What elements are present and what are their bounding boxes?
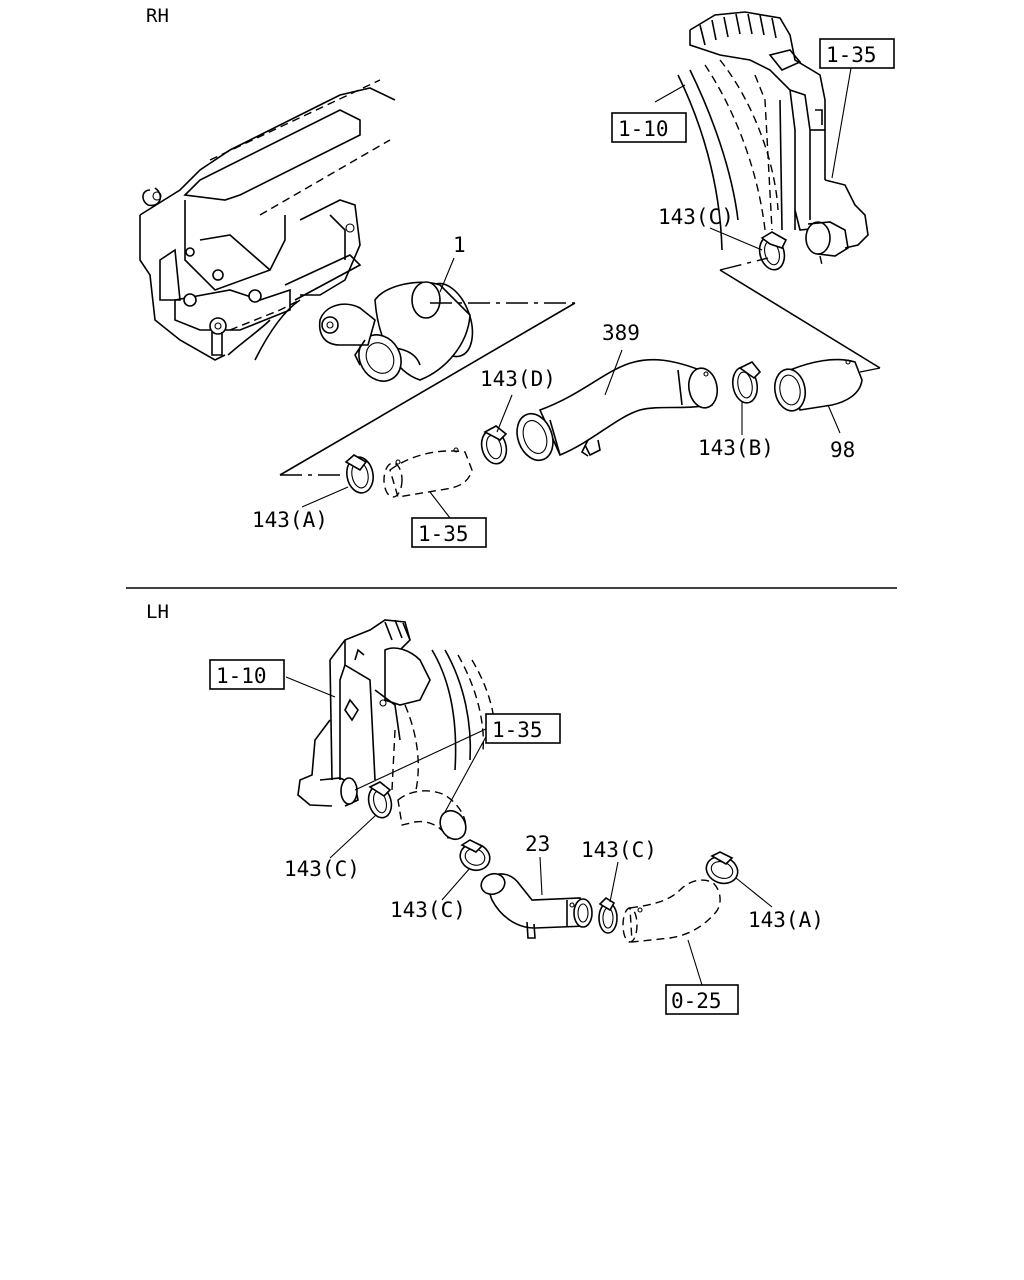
label-143c-lh-left: 143(C)	[284, 857, 360, 881]
clamp-143c-lh-upper	[367, 781, 393, 819]
ref-box-1-35-lh: 1-35	[485, 713, 561, 744]
label-part-1: 1	[453, 233, 466, 257]
label-143c-lh-mid: 143(C)	[390, 898, 466, 922]
ref-box-1-10-lh: 1-10	[209, 659, 285, 690]
clamp-143c-lh-right	[598, 896, 618, 934]
svg-text:1-10: 1-10	[618, 117, 669, 141]
clamp-143c-rh	[758, 231, 788, 271]
hose-98	[773, 358, 863, 412]
ref-box-0-25: 0-25	[665, 984, 739, 1015]
hose-ref-1-35-lh	[397, 790, 467, 841]
ref-box-1-10-rh: 1-10	[611, 112, 687, 143]
svg-text:0-25: 0-25	[671, 989, 722, 1013]
rh-leader-lines	[279, 67, 881, 519]
ref-box-1-35-rh-top: 1-35	[819, 38, 895, 69]
intercooler-rh	[677, 11, 869, 266]
label-143c-lh-right: 143(C)	[581, 838, 657, 862]
clamp-143c-lh-mid	[459, 839, 491, 872]
ref-box-1-35-rh-bottom: 1-35	[411, 517, 487, 548]
section-label-lh: LH	[146, 601, 169, 623]
clamp-143d	[480, 425, 508, 465]
clamp-143a-lh	[705, 851, 739, 885]
pipe-23	[480, 872, 593, 939]
engine-block	[139, 79, 396, 361]
label-143a-lh: 143(A)	[748, 908, 824, 932]
svg-text:1-10: 1-10	[216, 664, 267, 688]
label-143a-rh: 143(A)	[252, 508, 328, 532]
hose-ref-1-35-rh	[383, 447, 473, 498]
clamp-143b	[731, 360, 762, 404]
label-143d: 143(D)	[480, 367, 556, 391]
lh-leader-lines	[285, 676, 773, 986]
clamp-143a-rh	[344, 454, 374, 494]
label-part-23: 23	[525, 832, 550, 856]
label-143c-rh: 143(C)	[658, 205, 734, 229]
label-part-389: 389	[602, 321, 640, 345]
section-label-rh: RH	[146, 5, 169, 27]
svg-text:1-35: 1-35	[492, 718, 543, 742]
svg-text:1-35: 1-35	[826, 43, 877, 67]
label-143b: 143(B)	[698, 436, 774, 460]
intercooler-lh	[297, 619, 497, 807]
turbocharger-part-1	[318, 281, 474, 382]
label-part-98: 98	[830, 438, 855, 462]
pipe-389	[516, 358, 719, 462]
hose-ref-0-25	[622, 879, 721, 943]
svg-text:1-35: 1-35	[418, 522, 469, 546]
